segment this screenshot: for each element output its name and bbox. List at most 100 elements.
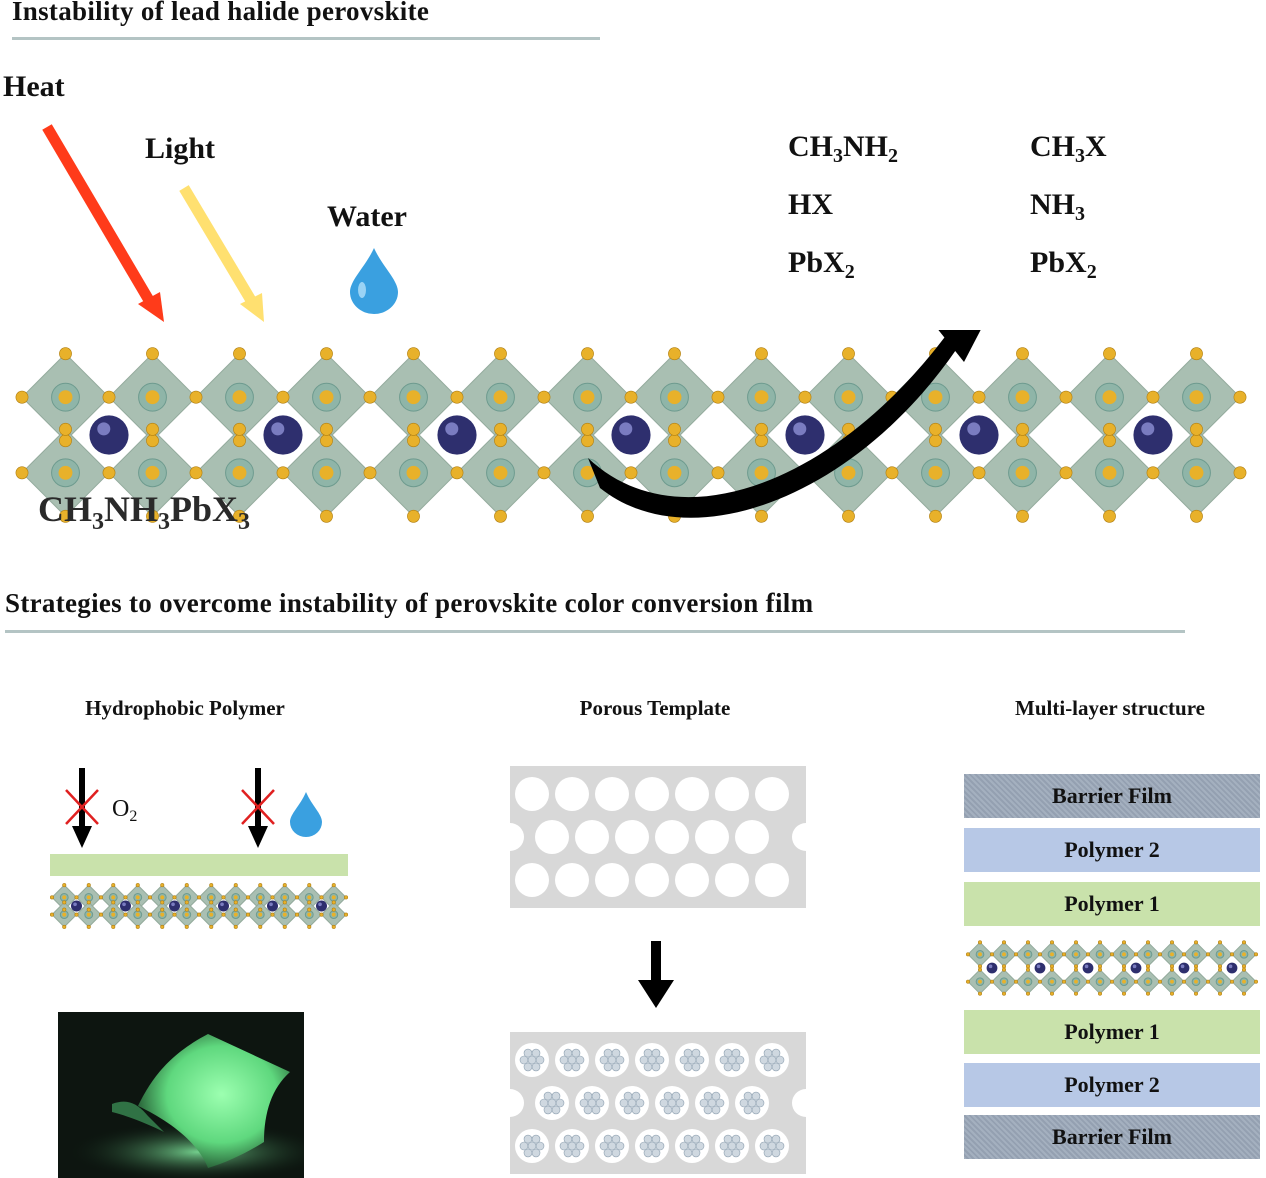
halide-atom (343, 912, 349, 917)
halide-atom (1059, 466, 1073, 480)
halide-atom (232, 390, 247, 405)
halide-atom (1146, 952, 1150, 957)
halide-atom (1242, 952, 1246, 957)
cation-atom (217, 900, 230, 912)
halide-atom (307, 907, 312, 912)
halide-atom (146, 434, 159, 448)
halide-atom (209, 924, 214, 929)
pore (555, 777, 589, 811)
halide-atom (1206, 952, 1210, 957)
halide-atom (668, 434, 681, 448)
halide-atom (172, 912, 177, 917)
halide-atom (233, 924, 238, 929)
nanocrystal (707, 1098, 717, 1108)
pore (695, 820, 729, 854)
perovskite-formula: CH3NH3PbX3 (38, 489, 251, 535)
halide-atom (1002, 967, 1006, 972)
halide-atom (184, 907, 189, 912)
nanocrystal (531, 1048, 541, 1058)
cation-highlight (619, 422, 633, 436)
halide-atom (331, 924, 336, 929)
porous-template-diagram (508, 766, 808, 1174)
halide-atom (1242, 991, 1246, 996)
halide-atom (62, 907, 67, 912)
nanocrystal (647, 1055, 657, 1065)
cation-atom (70, 900, 83, 912)
halide-atom (1242, 964, 1246, 969)
cation-highlight (967, 422, 981, 436)
heat-arrow-icon (42, 124, 164, 322)
cation-highlight (73, 902, 77, 907)
nanocrystal (591, 1091, 601, 1101)
halide-atom (1098, 952, 1102, 957)
halide-atom (1254, 952, 1258, 957)
strategy-hydrophobic-title: Hydrophobic Polymer (85, 696, 285, 720)
cation-atom (1133, 415, 1173, 455)
halide-atom (62, 883, 67, 888)
halide-atom (98, 912, 104, 917)
halide-atom (755, 422, 768, 436)
cation-atom (959, 415, 999, 455)
multilayer-perovskite (966, 940, 1258, 996)
cation-highlight (269, 902, 273, 907)
nanocrystal (711, 1091, 721, 1101)
halide-atom (209, 912, 214, 917)
halide-atom (1102, 465, 1117, 480)
halide-atom (135, 912, 140, 917)
halide-atom (929, 509, 942, 523)
halide-atom (147, 912, 153, 917)
halide-atom (59, 434, 72, 448)
halide-atom (15, 466, 29, 480)
halide-atom (1170, 967, 1174, 972)
halide-atom (842, 509, 855, 523)
halide-atom (232, 465, 247, 480)
halide-atom (111, 883, 116, 888)
halide-atom (1194, 952, 1198, 957)
halide-atom (189, 466, 203, 480)
halide-atom (494, 509, 507, 523)
halide-atom (407, 509, 420, 523)
pore (555, 863, 589, 897)
blocked-water-arrow-icon (241, 768, 275, 848)
halide-atom (1016, 422, 1029, 436)
halide-atom (990, 952, 994, 957)
halide-atom (754, 465, 769, 480)
halide-atom (86, 895, 91, 900)
nanocrystal (651, 1134, 661, 1144)
halide-atom (1218, 967, 1222, 972)
halide-atom (1170, 964, 1174, 969)
nanocrystal (687, 1141, 697, 1151)
halide-atom (245, 895, 251, 900)
halide-atom (184, 924, 189, 929)
halide-atom (135, 900, 140, 905)
halide-atom (147, 895, 153, 900)
halide-atom (49, 912, 55, 917)
halide-atom (320, 347, 333, 361)
pore (595, 863, 629, 897)
nanocrystal (531, 1134, 541, 1144)
halide-atom (1050, 964, 1054, 969)
halide-atom (1218, 952, 1222, 957)
halide-atom (135, 883, 140, 888)
halide-atom (15, 390, 29, 404)
halide-atom (1050, 979, 1054, 984)
halide-atom (1230, 952, 1234, 957)
nanocrystal (611, 1048, 621, 1058)
hydrophobic-polymer-diagram (49, 768, 349, 929)
halide-atom (1086, 979, 1090, 984)
nanocrystal (543, 1105, 553, 1115)
halide-atom (221, 912, 226, 917)
nanocrystal (751, 1091, 761, 1101)
halide-atom (755, 434, 768, 448)
halide-atom (74, 912, 79, 917)
halide-atom (146, 347, 159, 361)
pore (515, 863, 549, 897)
cation-highlight (97, 422, 111, 436)
halide-atom (1242, 967, 1246, 972)
nanocrystal (683, 1148, 693, 1158)
section-1-divider (12, 37, 600, 40)
halide-atom (1026, 964, 1030, 969)
halide-atom (1038, 952, 1042, 957)
heat-label: Heat (3, 70, 65, 103)
halide-atom (184, 883, 189, 888)
